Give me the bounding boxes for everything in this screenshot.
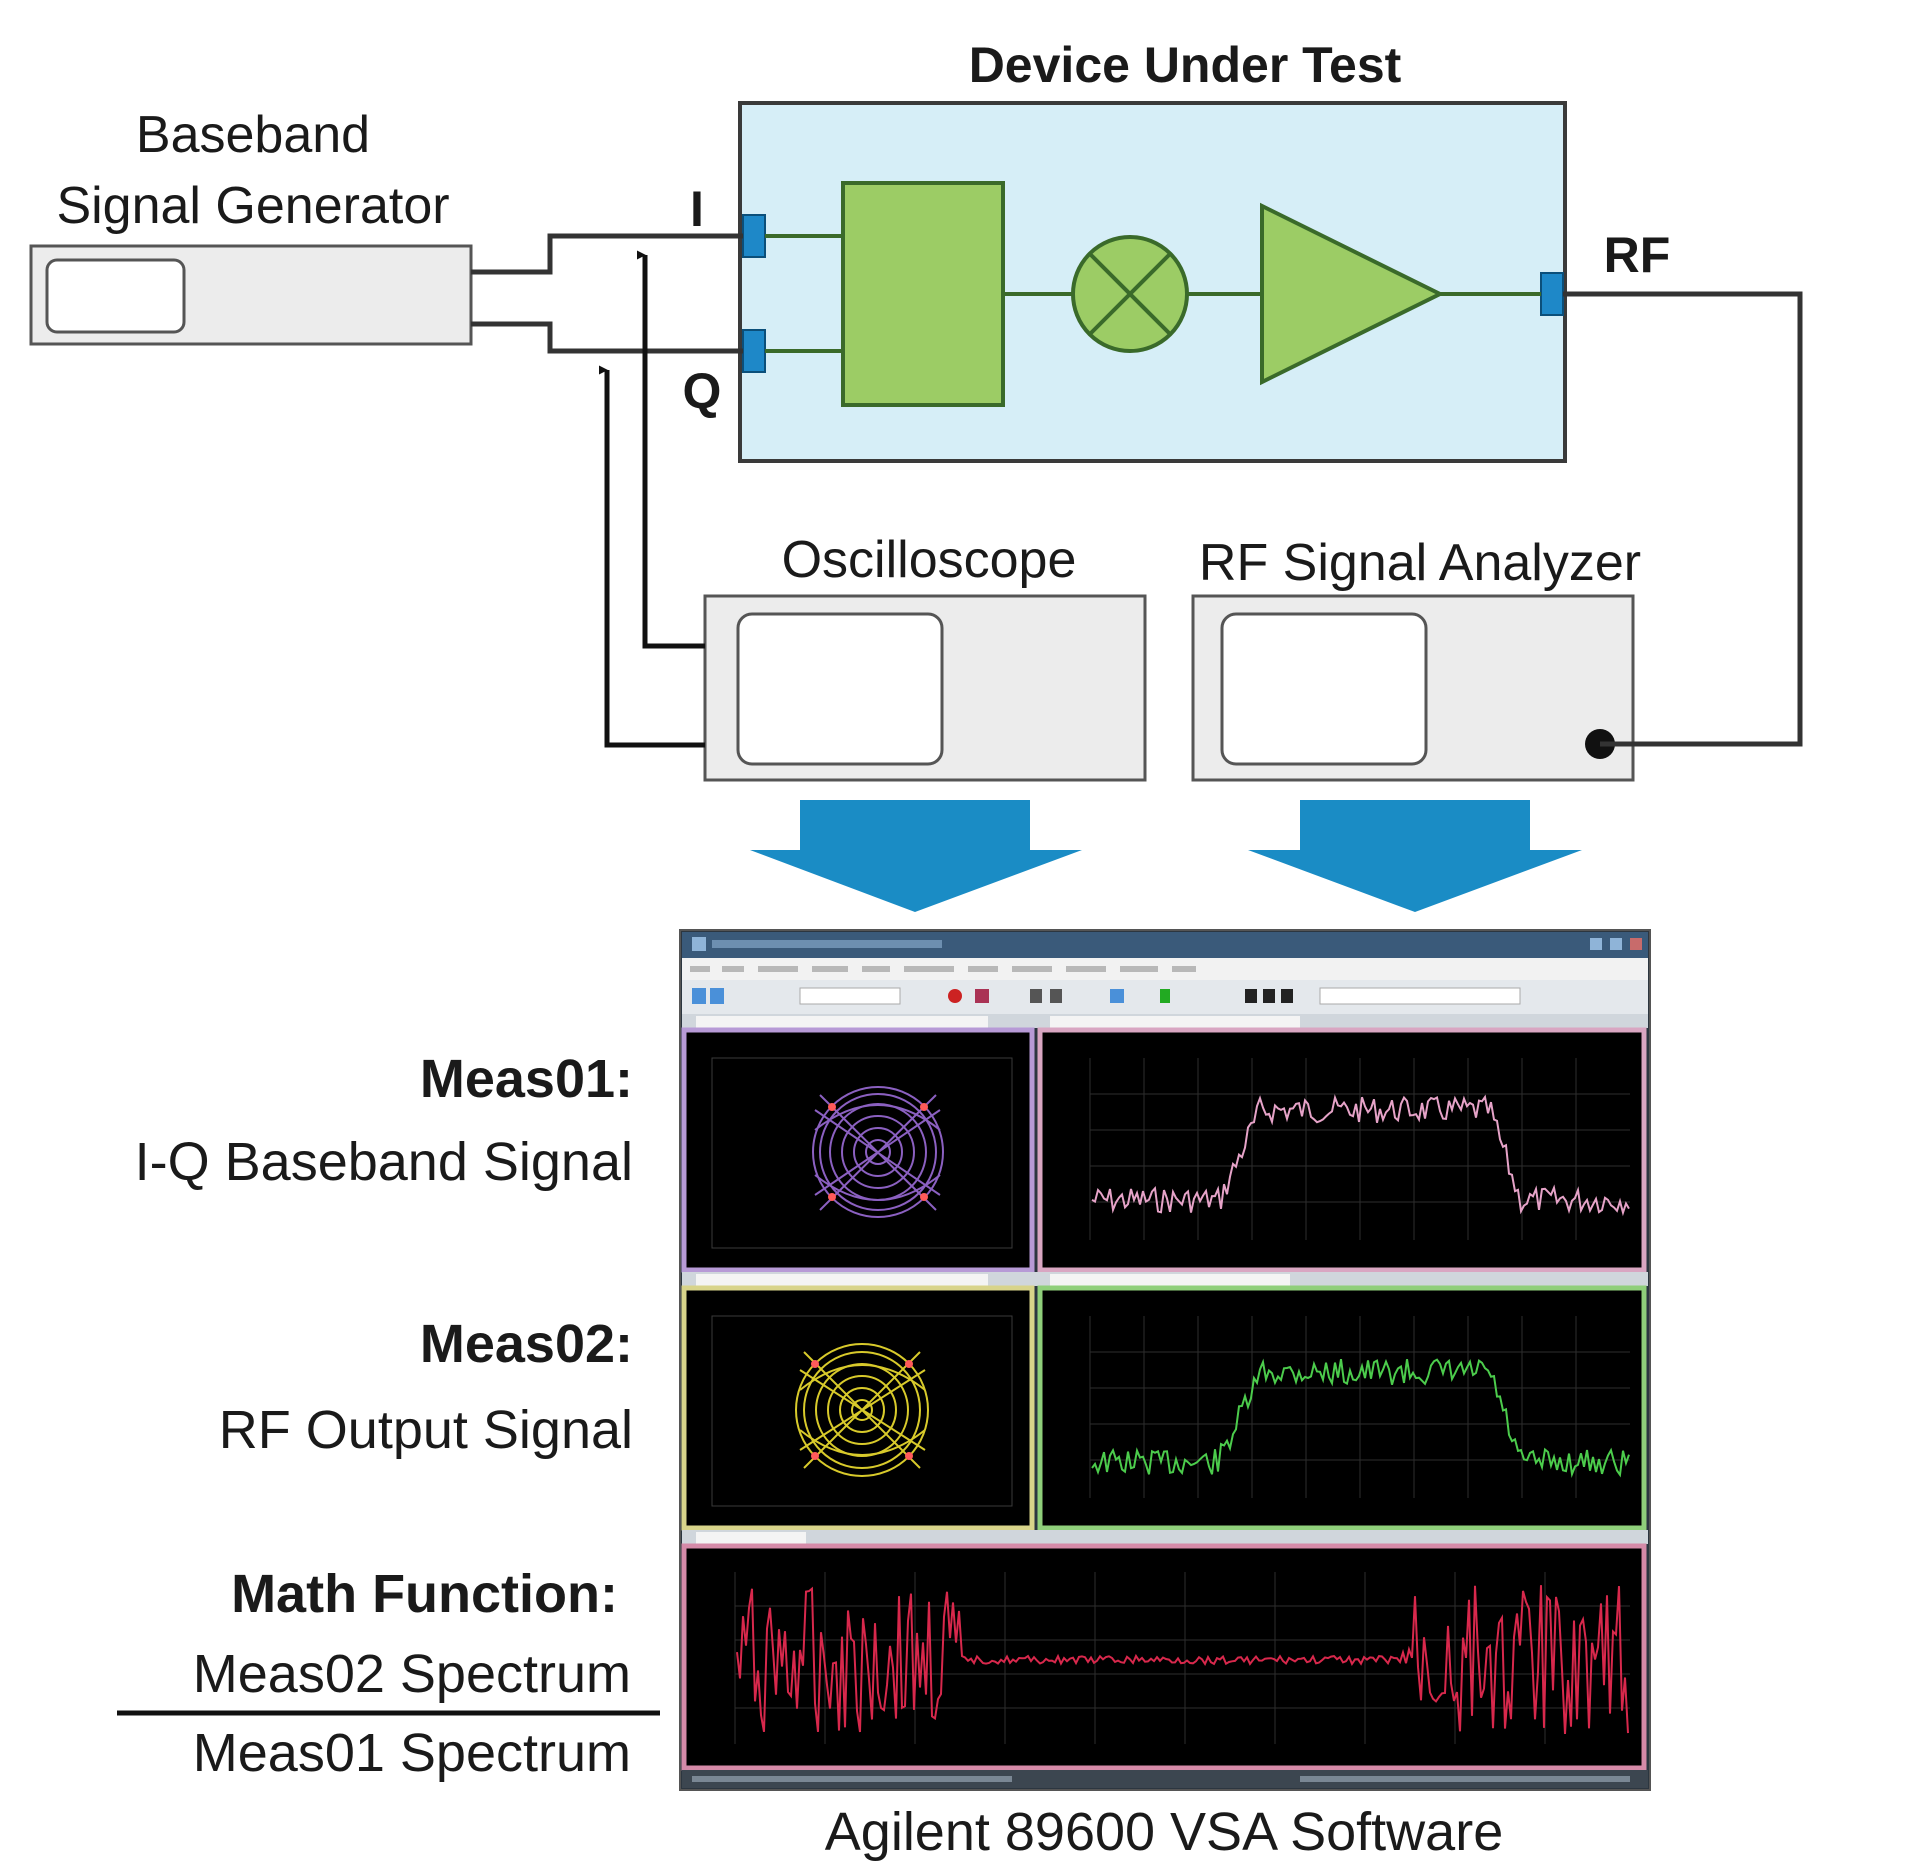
meas01-title: Meas01:: [420, 1049, 633, 1109]
amplifier-icon: [1260, 202, 1445, 386]
port-q-label: Q: [683, 363, 722, 419]
meas02-constellation-trace: [795, 1343, 929, 1477]
analyzer-title: RF Signal Analyzer: [1199, 534, 1641, 592]
vsa-caption: Agilent 89600 VSA Software: [825, 1802, 1503, 1862]
math-denominator: Meas01 Spectrum: [193, 1723, 631, 1783]
meas01-spectrum-tab[interactable]: [1050, 1016, 1300, 1028]
meas02-desc: RF Output Signal: [219, 1400, 633, 1460]
vsa-status-bar: [682, 1770, 1648, 1788]
meas01-constellation-panel: [681, 1027, 1035, 1273]
math-function-trace: [736, 1585, 1629, 1734]
meas01-desc: I-Q Baseband Signal: [135, 1132, 633, 1192]
dut-internal-wiring: [765, 234, 1541, 353]
meas02-spectrum-tab[interactable]: [1050, 1274, 1290, 1286]
meas01-spectrum-trace: [1091, 1094, 1630, 1217]
meas01-constellation-tab[interactable]: [696, 1016, 988, 1028]
iq-modulator-block: [841, 181, 1005, 407]
math-numerator: Meas02 Spectrum: [193, 1644, 631, 1704]
dut-title: Device Under Test: [969, 37, 1402, 93]
vsa-menu-bar[interactable]: [682, 958, 1648, 980]
generator-title-line2: Signal Generator: [56, 177, 449, 235]
port-rf-label: RF: [1604, 227, 1671, 283]
vsa-window: [679, 929, 1651, 1791]
meas01-constellation-points: [828, 1103, 928, 1201]
port-i: [742, 214, 766, 258]
mixer-icon: [1071, 235, 1189, 353]
port-rf: [1540, 272, 1564, 316]
math-function-tab[interactable]: [696, 1532, 806, 1544]
scope-to-vsa-arrow: [750, 800, 1082, 912]
port-q: [742, 329, 766, 373]
oscilloscope-title: Oscilloscope: [782, 531, 1077, 589]
generator-screen: [45, 258, 186, 334]
meas02-spectrum-trace: [1091, 1358, 1630, 1478]
meas01-constellation-trace: [812, 1086, 944, 1218]
meas02-constellation-tab[interactable]: [696, 1274, 988, 1286]
generator-title-line1: Baseband: [136, 106, 370, 164]
meas01-spectrum-panel: [1037, 1027, 1647, 1273]
analyzer-screen: [1220, 612, 1428, 766]
analyzer-to-vsa-arrow: [1248, 800, 1582, 912]
meas02-constellation-points: [811, 1360, 913, 1460]
meas02-spectrum-panel: [1037, 1285, 1647, 1531]
oscilloscope-screen: [736, 612, 944, 766]
scope-probe-wiring: [598, 250, 705, 748]
port-i-label: I: [690, 181, 704, 237]
math-title: Math Function:: [231, 1564, 618, 1624]
meas02-title: Meas02:: [420, 1314, 633, 1374]
